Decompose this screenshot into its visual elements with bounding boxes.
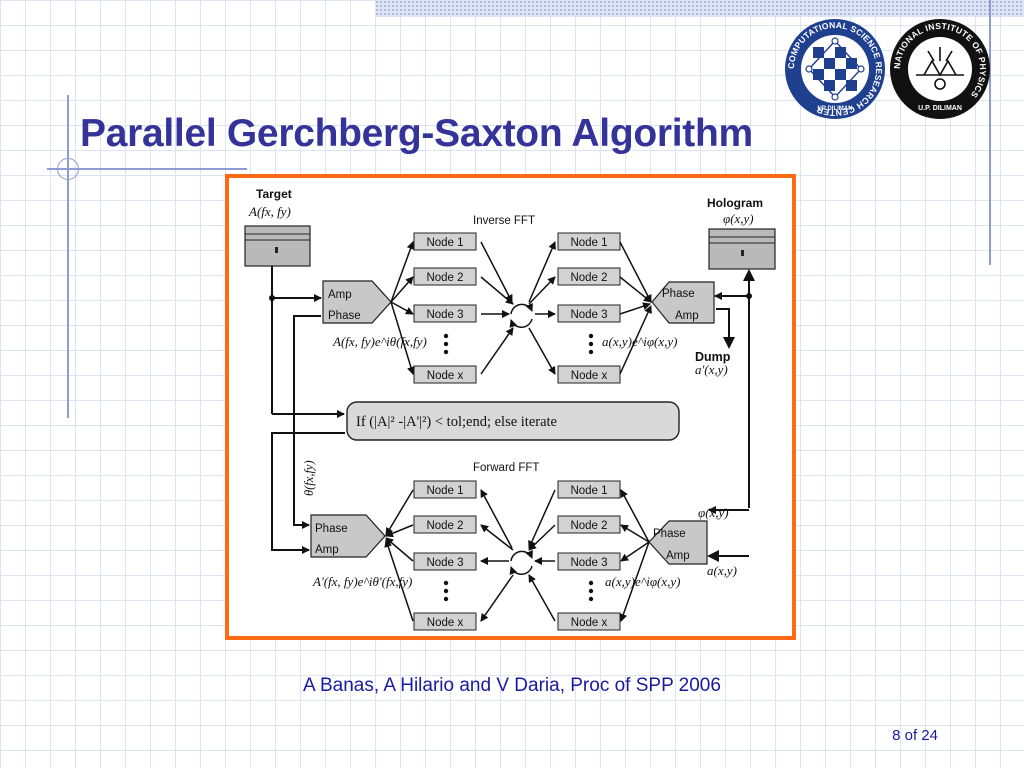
a-label: a(x,y) [707,563,737,578]
inv-right-node-1: Node 1 [570,237,607,249]
hologram-label: Hologram [707,196,763,210]
forward-right-flow [619,489,650,622]
inv-right-node-3: Node 3 [570,309,607,321]
nip-bottom-text: U.P. DILIMAN [918,105,962,112]
csrc-bottom-text: UP DILIMAN [818,106,853,112]
algorithm-diagram-frame: Target A(fx, fy) Hologram φ(x,y) Inverse… [225,174,796,640]
inverse-amp-label: Amp [328,289,352,301]
inv-left-node-2: Node 2 [426,272,463,284]
citation-caption: A Banas, A Hilario and V Daria, Proc of … [303,675,721,696]
fwd-right-node-2: Node 2 [570,520,607,532]
feedback-lines [271,266,755,562]
inverse-right-nodes: Node 1 Node 2 Node 3 Node x [557,232,621,384]
hologram-phase-label: Phase [662,288,695,300]
forward-right-phase-amp-block: Phase Amp [648,520,708,565]
inv-right-node-x: Node x [571,370,608,382]
forward-exchange-arrows [480,489,556,622]
fwd-left-node-1: Node 1 [426,485,463,497]
target-box [244,225,311,267]
inverse-left-expression: A(fx, fy)e^iθ(fx,fy) [332,334,427,349]
junction-dots [269,293,752,301]
nip-logo: NATIONAL INSTITUTE OF PHYSICS U.P. DILIM… [890,19,990,119]
inverse-phase-label: Phase [328,310,361,322]
hologram-formula: φ(x,y) [723,211,754,226]
phi-label: φ(x,y) [698,505,729,520]
ellipsis-dots [443,333,594,602]
forward-right-amp-label: Amp [666,550,690,562]
dump-label: Dump [695,350,731,364]
fwd-left-node-x: Node x [427,617,464,629]
inverse-amp-phase-block: Amp Phase [322,280,392,324]
top-decorative-band [375,0,1024,17]
forward-right-phase-label: Phase [653,528,686,540]
csrc-logo: COMPUTATIONAL SCIENCE RESEARCH CENTER UP… [785,19,885,119]
forward-phase-amp-block: Phase Amp [310,514,386,558]
condition-text: If (|A|² -|A'|²) < tol;end; else iterate [356,414,557,430]
inv-left-node-1: Node 1 [426,237,463,249]
fwd-right-node-1: Node 1 [570,485,607,497]
forward-left-flow [384,489,414,622]
target-formula: A(fx, fy) [248,204,291,219]
inverse-right-flow [619,241,652,375]
inverse-left-flow [390,241,415,375]
fwd-right-node-x: Node x [571,617,608,629]
theta-label: θ(fx,fy) [302,460,316,496]
convergence-condition-box: If (|A|² -|A'|²) < tol;end; else iterate [346,401,680,441]
fwd-left-node-2: Node 2 [426,520,463,532]
page-number: 8 of 24 [892,727,938,744]
inverse-right-expression: a(x,y)e^iφ(x,y) [602,334,677,349]
fwd-right-node-3: Node 3 [570,557,607,569]
forward-left-nodes: Node 1 Node 2 Node 3 Node x [413,480,477,631]
hologram-amp-label: Amp [675,310,699,322]
inverse-exchange-arrows [480,241,556,375]
inv-left-node-3: Node 3 [426,309,463,321]
algorithm-diagram: Target A(fx, fy) Hologram φ(x,y) Inverse… [244,187,776,631]
forward-right-nodes: Node 1 Node 2 Node 3 Node x [557,480,621,631]
decorative-vertical-line [67,95,69,418]
inverse-fft-title: Inverse FFT [473,215,535,227]
inv-right-node-2: Node 2 [570,272,607,284]
decorative-circle [57,158,79,180]
target-label: Target [256,187,292,201]
dump-formula: a'(x,y) [695,362,728,377]
forward-amp-label: Amp [315,544,339,556]
fwd-left-node-3: Node 3 [426,557,463,569]
slide-title: Parallel Gerchberg-Saxton Algorithm [80,112,753,155]
hologram-box [708,228,776,270]
forward-fft-title: Forward FFT [473,462,539,474]
forward-right-expression: a(x,y)e^iφ(x,y) [605,574,680,589]
decorative-horizontal-line [47,168,247,170]
forward-phase-label: Phase [315,523,348,535]
forward-left-expression: A'(fx, fy)e^iθ'(fx,fy) [312,574,412,589]
decorative-right-line [989,0,991,265]
inv-left-node-x: Node x [427,370,464,382]
inverse-left-nodes: Node 1 Node 2 Node 3 Node x [413,232,477,384]
hologram-phase-amp-block: Phase Amp [651,281,715,324]
